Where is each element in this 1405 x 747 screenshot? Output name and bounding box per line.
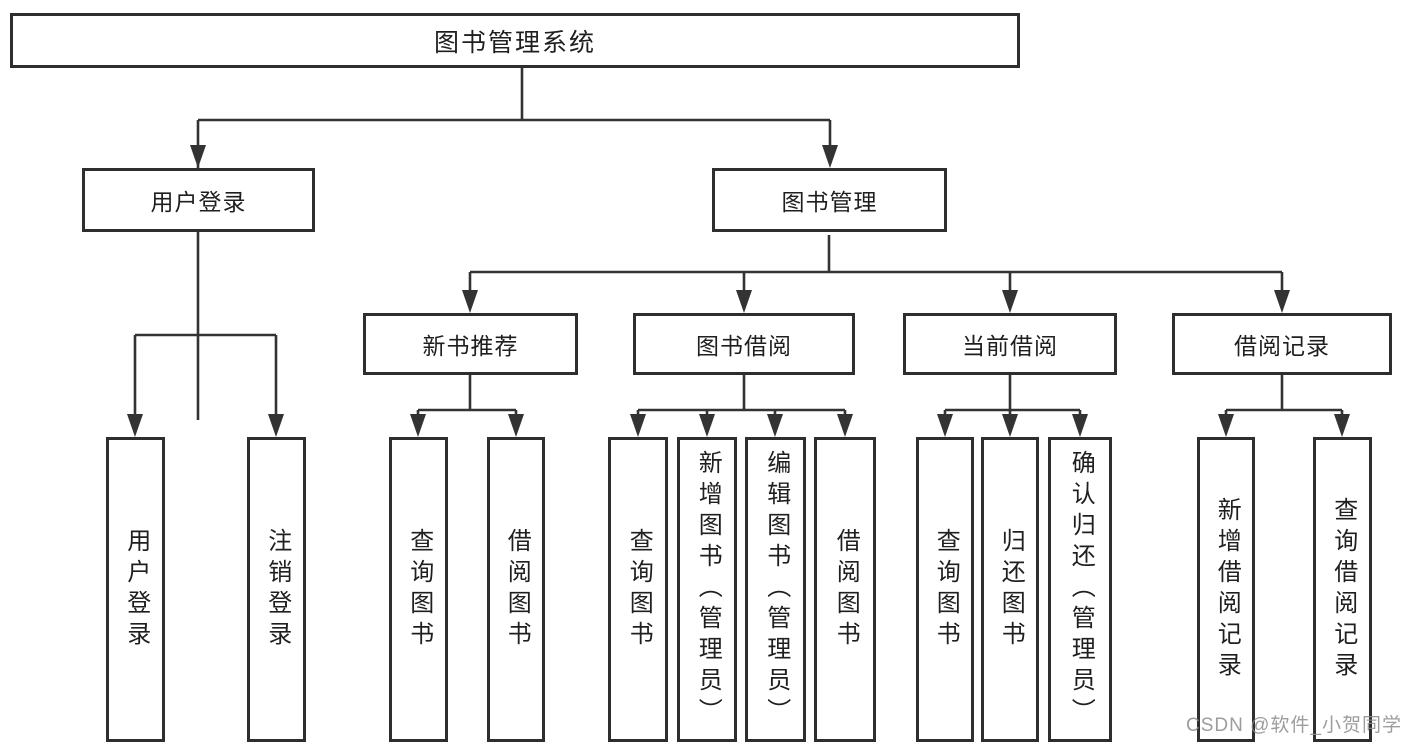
- arrow-down-icon: [822, 145, 838, 168]
- arrow-down-icon: [1274, 290, 1290, 313]
- arrow-down-icon: [837, 414, 853, 437]
- leaf-query-borrow-record-label: 查询借阅记录: [1329, 496, 1357, 683]
- leaf-user-login: 用户登录: [106, 437, 165, 742]
- node-borrow-records-label: 借阅记录: [1234, 333, 1330, 359]
- leaf-logout: 注销登录: [247, 437, 306, 742]
- node-book-management: 图书管理: [712, 168, 947, 232]
- node-book-borrow-label: 图书借阅: [696, 333, 792, 359]
- leaf-confirm-return-admin-label: 确认归还（管理员）: [1067, 450, 1095, 729]
- arrow-down-icon: [767, 414, 783, 437]
- leaf-add-books-admin-label: 新增图书（管理员）: [694, 450, 722, 729]
- arrow-down-icon: [190, 145, 206, 168]
- arrow-down-icon: [127, 414, 143, 437]
- node-current-borrow-label: 当前借阅: [962, 333, 1058, 359]
- node-current-borrow: 当前借阅: [903, 313, 1117, 375]
- leaf-add-books-admin: 新增图书（管理员）: [677, 437, 737, 742]
- leaf-logout-label: 注销登录: [263, 527, 291, 652]
- arrow-down-icon: [736, 290, 752, 313]
- node-root: 图书管理系统: [10, 13, 1020, 68]
- leaf-recommend-query-books-label: 查询图书: [405, 527, 433, 652]
- leaf-borrow-query-books: 查询图书: [608, 437, 668, 742]
- node-root-label: 图书管理系统: [433, 28, 596, 57]
- leaf-recommend-borrow-books: 借阅图书: [487, 437, 545, 742]
- leaf-return-books-label: 归还图书: [997, 527, 1025, 652]
- leaf-borrow-books-label: 借阅图书: [832, 527, 860, 652]
- leaf-recommend-borrow-books-label: 借阅图书: [503, 527, 531, 652]
- node-user-login-label: 用户登录: [150, 189, 247, 215]
- arrow-down-icon: [1218, 414, 1234, 437]
- watermark: CSDN @软件_小贺同学: [1186, 715, 1402, 736]
- leaf-return-books: 归还图书: [981, 437, 1039, 742]
- node-book-borrow: 图书借阅: [633, 313, 855, 375]
- leaf-add-borrow-record-label: 新增借阅记录: [1213, 496, 1241, 683]
- arrow-down-icon: [462, 290, 478, 313]
- arrow-down-icon: [937, 414, 953, 437]
- arrow-down-icon: [1002, 414, 1018, 437]
- leaf-confirm-return-admin: 确认归还（管理员）: [1048, 437, 1112, 742]
- arrow-down-icon: [630, 414, 646, 437]
- arrow-down-icon: [268, 414, 284, 437]
- node-book-management-label: 图书管理: [781, 189, 878, 215]
- arrow-down-icon: [1072, 414, 1088, 437]
- arrow-down-icon: [410, 414, 426, 437]
- leaf-borrow-books: 借阅图书: [814, 437, 876, 742]
- arrow-down-icon: [699, 414, 715, 437]
- leaf-add-borrow-record: 新增借阅记录: [1197, 437, 1255, 742]
- node-new-book-recommend: 新书推荐: [363, 313, 578, 375]
- node-new-book-recommend-label: 新书推荐: [422, 333, 519, 359]
- leaf-recommend-query-books: 查询图书: [389, 437, 448, 742]
- leaf-borrow-query-books-label: 查询图书: [625, 527, 653, 652]
- leaf-current-query-books-label: 查询图书: [932, 527, 960, 652]
- leaf-edit-books-admin: 编辑图书（管理员）: [745, 437, 806, 742]
- arrow-down-icon: [1002, 290, 1018, 313]
- node-user-login: 用户登录: [82, 168, 315, 232]
- leaf-current-query-books: 查询图书: [916, 437, 974, 742]
- leaf-user-login-label: 用户登录: [122, 527, 150, 652]
- leaf-query-borrow-record: 查询借阅记录: [1313, 437, 1372, 742]
- arrow-down-icon: [508, 414, 524, 437]
- arrow-down-icon: [1334, 414, 1350, 437]
- node-borrow-records: 借阅记录: [1172, 313, 1392, 375]
- leaf-edit-books-admin-label: 编辑图书（管理员）: [762, 450, 790, 729]
- arrowhead-icons: [127, 145, 1350, 437]
